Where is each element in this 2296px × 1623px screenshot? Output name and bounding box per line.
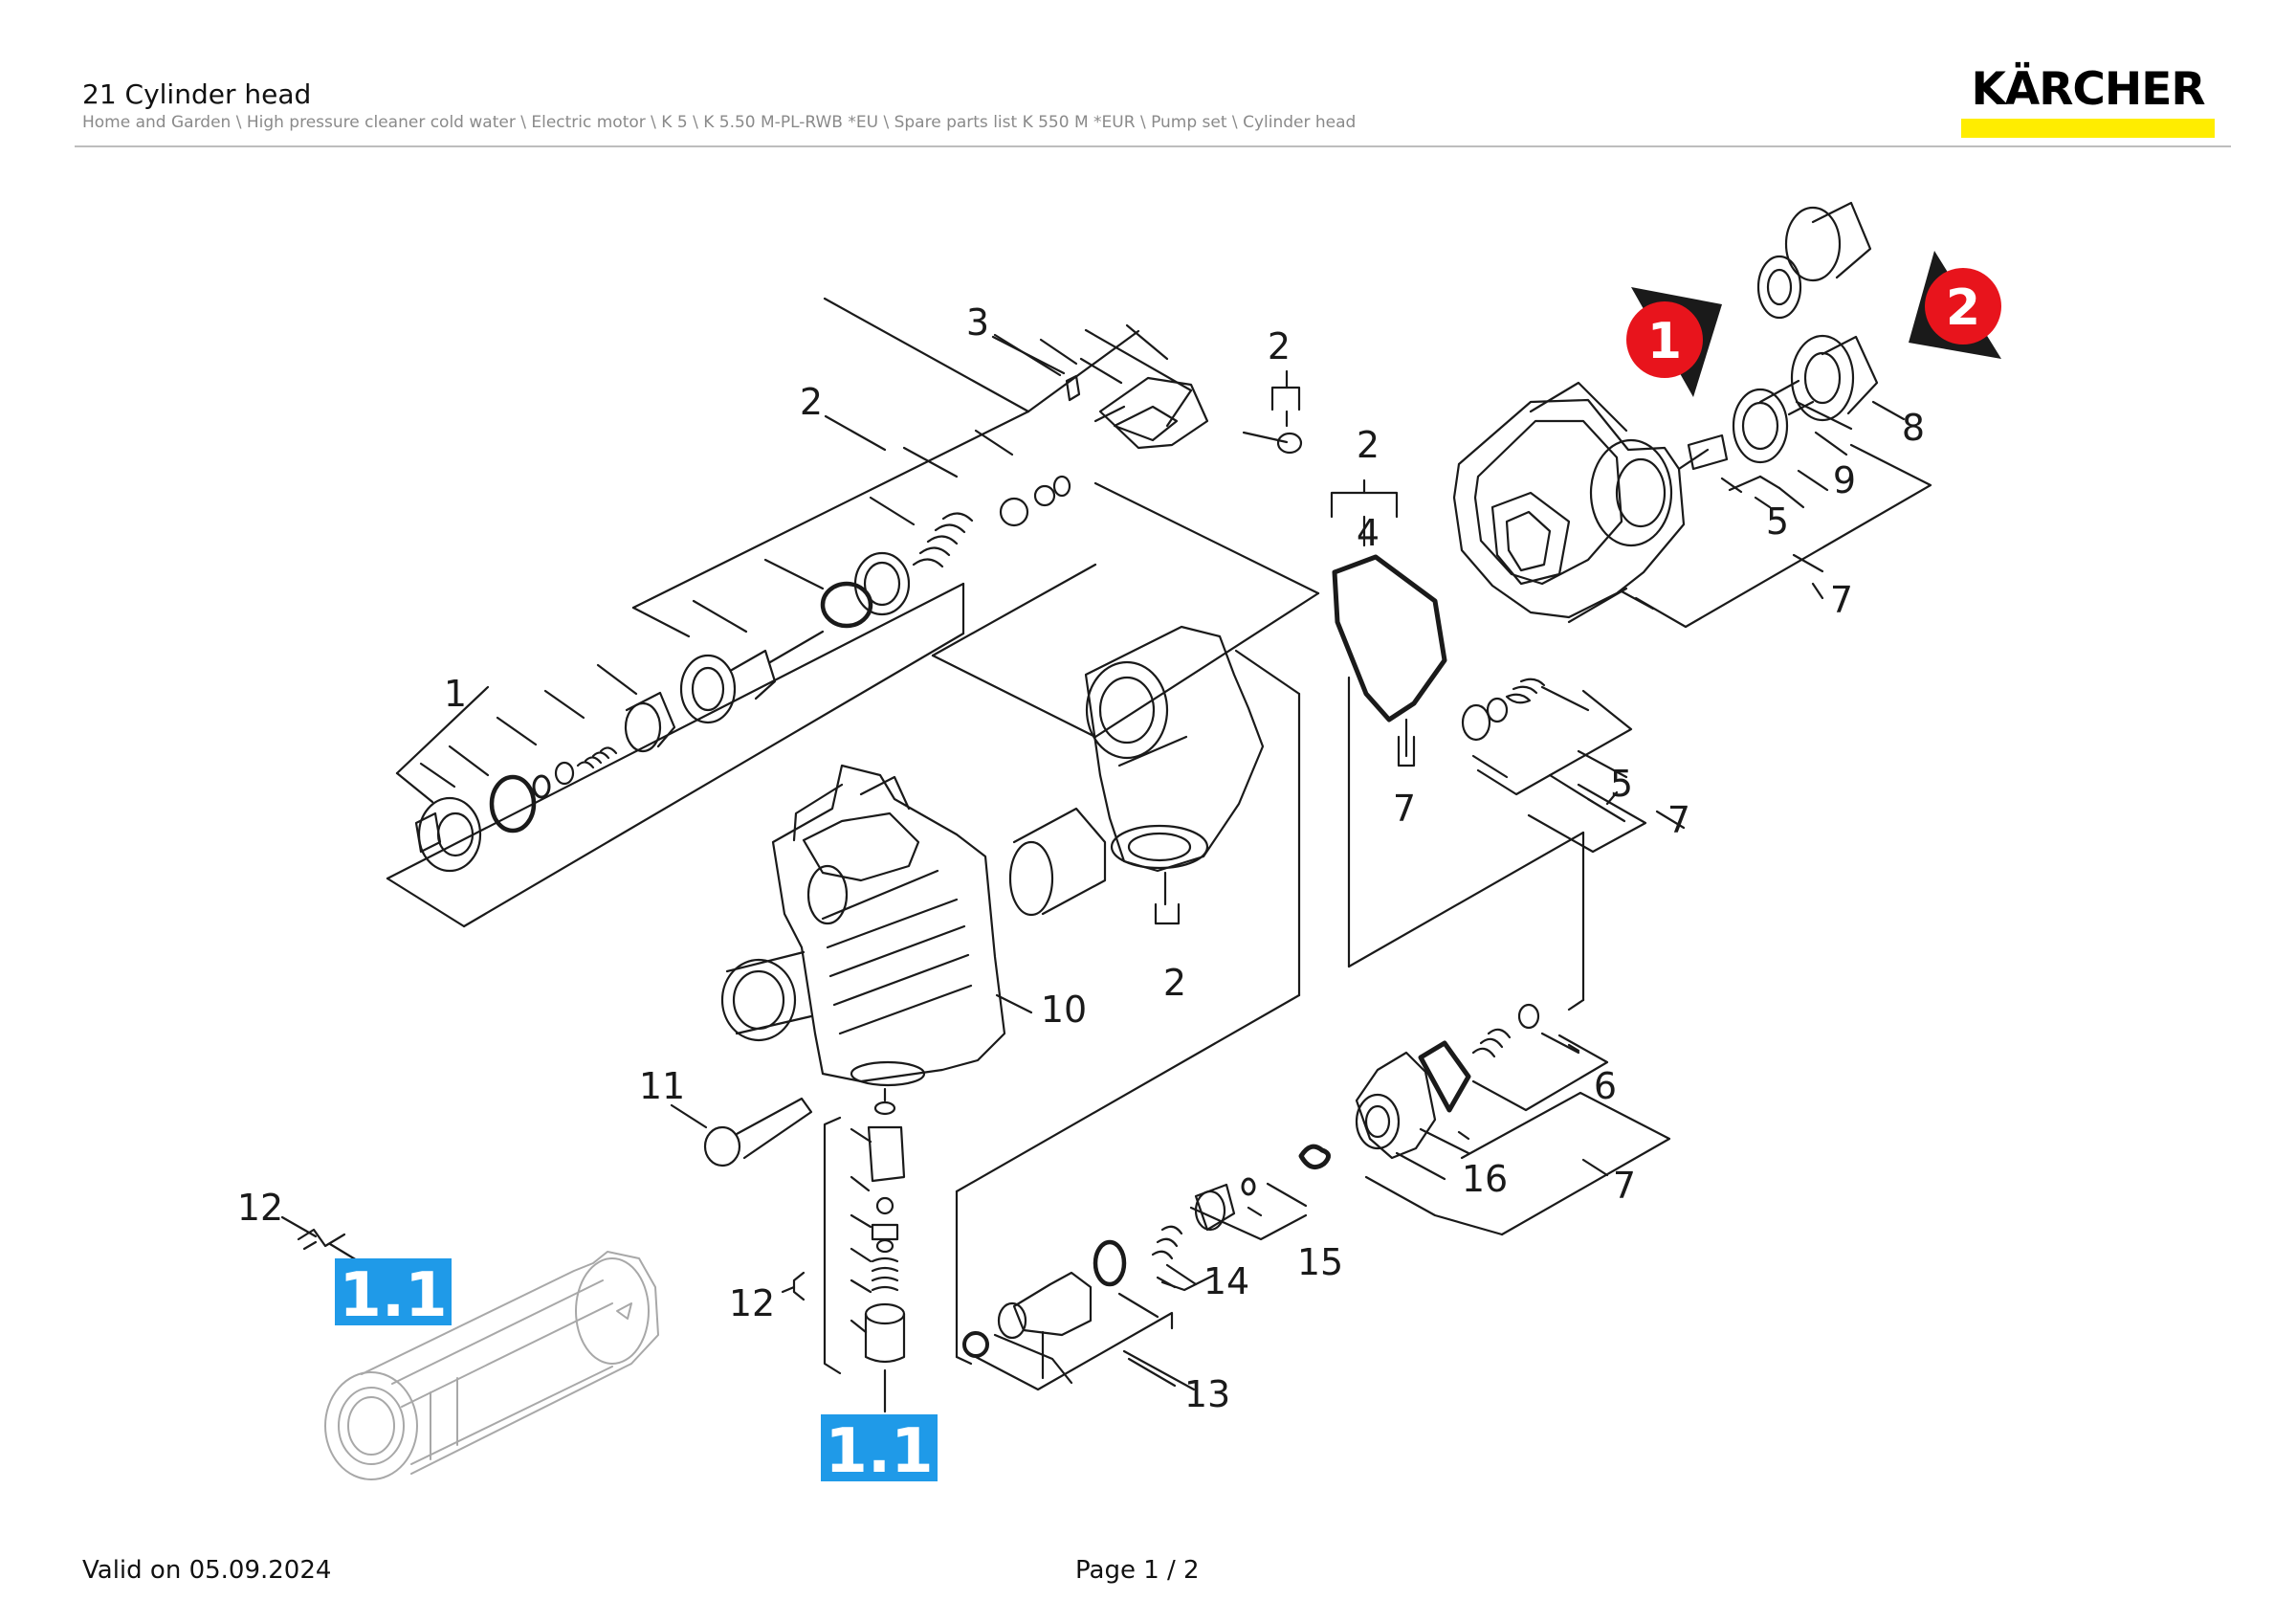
logo-yellow-bar	[1961, 119, 2215, 138]
logo-wordmark: KÄRCHER	[1971, 63, 2205, 116]
karcher-logo: KÄRCHER	[1961, 63, 2215, 138]
label-12-mid: 12	[729, 1282, 775, 1324]
manifold-elbow	[1008, 625, 1265, 925]
label-8: 8	[1902, 407, 1925, 449]
label-2-ring: 2	[1357, 424, 1380, 466]
label-15: 15	[1297, 1241, 1343, 1283]
bracket-group-1	[386, 582, 965, 928]
label-7-bottom: 7	[1613, 1165, 1636, 1207]
callout-1-1-mid[interactable]: 1.1	[821, 1414, 938, 1487]
label-7-top: 7	[1830, 579, 1853, 621]
clip-and-screw	[993, 333, 1303, 455]
marker-1[interactable]: 1	[1626, 287, 1722, 397]
label-10: 10	[1041, 989, 1087, 1031]
small-spring-parts	[1461, 678, 1686, 854]
callout-1-1-left[interactable]: 1.1	[335, 1258, 452, 1331]
label-2-screw: 2	[1268, 325, 1291, 367]
callout-1-1-left-label: 1.1	[339, 1260, 447, 1331]
screw-11	[670, 1097, 813, 1167]
marker-1-label: 1	[1647, 313, 1682, 370]
pump-body-10	[720, 764, 1006, 1087]
label-13: 13	[1184, 1373, 1230, 1415]
label-4: 4	[1357, 512, 1380, 554]
page-indicator: Page 1 / 2	[1075, 1556, 1200, 1585]
label-7-mid: 7	[1667, 799, 1690, 841]
marker-2[interactable]: 2	[1909, 251, 2001, 359]
bracket-group-2-top	[631, 297, 1193, 638]
leader-lines	[824, 335, 1853, 1388]
label-2-top: 2	[800, 381, 823, 423]
end-fitting-group-1	[414, 475, 1071, 873]
check-valve-group	[962, 1003, 1671, 1391]
bracket-central	[931, 481, 1585, 1366]
lower-valve-stack	[781, 1087, 906, 1413]
valid-date: Valid on 05.09.2024	[82, 1556, 332, 1585]
label-5-mid: 5	[1610, 763, 1633, 805]
label-16: 16	[1462, 1158, 1508, 1200]
label-5-top: 5	[1766, 500, 1789, 543]
page-title: 21 Cylinder head	[82, 78, 312, 110]
seat-and-valve-parts	[1620, 201, 1932, 629]
header-divider	[75, 145, 2231, 147]
label-9: 9	[1833, 459, 1856, 501]
gasket-ring-4	[1330, 478, 1447, 767]
label-3: 3	[966, 301, 989, 344]
label-12-left: 12	[237, 1187, 283, 1229]
label-6: 6	[1594, 1065, 1617, 1107]
marker-2-label: 2	[1946, 279, 1980, 337]
label-14: 14	[1203, 1260, 1249, 1302]
cylinder-head-housing	[1452, 381, 1686, 624]
ghost-hose-part	[324, 1251, 659, 1480]
bracket-12-left	[280, 1215, 364, 1265]
label-1: 1	[444, 673, 467, 715]
breadcrumb[interactable]: Home and Garden \ High pressure cleaner …	[82, 113, 1357, 132]
label-2-bottom: 2	[1163, 962, 1186, 1004]
label-11: 11	[639, 1065, 685, 1107]
callout-1-1-mid-label: 1.1	[825, 1416, 933, 1487]
label-7-ring: 7	[1393, 788, 1416, 830]
